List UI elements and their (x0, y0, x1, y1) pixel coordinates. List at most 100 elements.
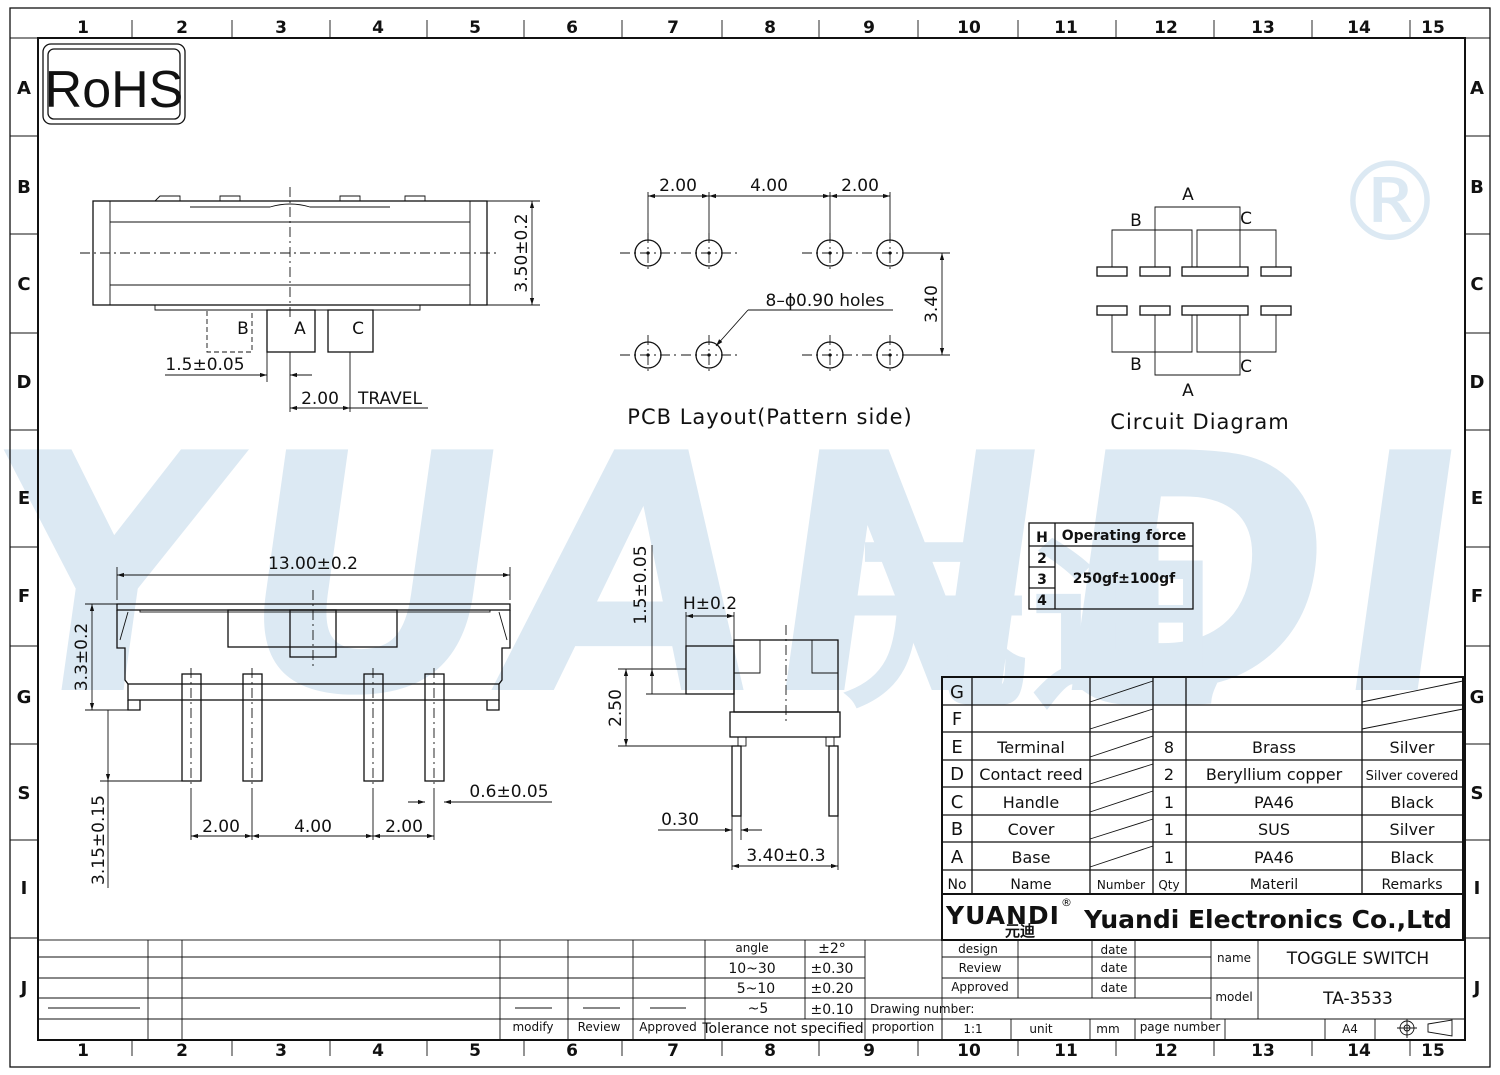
circuit-bot-b: B (1130, 355, 1142, 375)
bom-remarks: Silver (1390, 738, 1435, 757)
force-row-3: 3 (1037, 572, 1047, 588)
side-pin-width-dim: 0.30 (661, 810, 699, 830)
pitch-dim-3: 2.00 (385, 817, 423, 837)
pin-width-dim: 0.6±0.05 (469, 782, 548, 802)
company-name: Yuandi Electronics Co.,Ltd (1083, 905, 1452, 934)
grid-col-bottom: 3 (275, 1041, 287, 1061)
circuit-top-c: C (1240, 209, 1252, 229)
side-width-dim: 3.40±0.3 (746, 846, 825, 866)
bom-material: SUS (1258, 820, 1290, 839)
pcb-hole (620, 335, 676, 375)
design-label: design (958, 942, 998, 956)
bom-material: Beryllium copper (1206, 765, 1343, 784)
scale-value: 1:1 (963, 1022, 982, 1036)
grid-col-top: 7 (667, 18, 679, 38)
bom-material: Brass (1252, 738, 1296, 757)
grid-col-top: 13 (1251, 18, 1275, 38)
watermark-text: YUANDI (0, 385, 1500, 769)
grid-row-right: F (1471, 586, 1483, 607)
operating-force-table: H Operating force 2 3 4 250gf±100gf (1028, 522, 1194, 610)
grid-col-top: 8 (764, 18, 776, 38)
grid-row-left: C (17, 274, 30, 295)
force-row-2: 2 (1037, 551, 1047, 567)
travel-dim: 2.00 (301, 389, 339, 409)
grid-col-top: 10 (957, 18, 981, 38)
grid-row-right: S (1471, 783, 1484, 804)
pin-c-label: C (352, 319, 364, 339)
tol-value-1: ±0.30 (811, 961, 854, 977)
bom-no: A (951, 847, 964, 868)
grid-row-left: D (17, 372, 32, 393)
unit-value: mm (1096, 1022, 1119, 1036)
design-date-label: date (1100, 943, 1127, 957)
model-number: TA-3533 (1322, 989, 1393, 1009)
bom-name: Contact reed (979, 765, 1082, 784)
grid-col-bottom: 1 (77, 1041, 89, 1061)
drawing-number-label: Drawing number: (870, 1002, 974, 1016)
pcb-dim-2: 4.00 (750, 176, 788, 196)
grid-row-left: S (18, 783, 31, 804)
bom-row: F (942, 708, 1464, 733)
bom-remarks: Silver covered (1366, 769, 1459, 784)
handle-dim: 1.5±0.05 (631, 545, 651, 624)
grid-col-bottom: 13 (1251, 1041, 1275, 1061)
rohs-badge: RoHS (42, 43, 186, 125)
tol-range-1: 10~30 (728, 961, 775, 977)
grid-col-top: 14 (1347, 18, 1371, 38)
circuit-bot-c: C (1240, 357, 1252, 377)
bom-header-no: No (947, 877, 966, 893)
unit-label: unit (1029, 1022, 1053, 1036)
bom-header-number: Number (1097, 878, 1145, 892)
grid-col-bottom: 5 (469, 1041, 481, 1061)
grid-row-left: J (19, 978, 28, 999)
circuit-top-b: B (1130, 211, 1142, 231)
bom-no: G (950, 682, 964, 703)
projection-symbol-icon (1397, 1019, 1453, 1038)
pin-b-label: B (237, 319, 249, 339)
grid-col-top: 5 (469, 18, 481, 38)
review-date-label: date (1100, 961, 1127, 975)
pcb-layout-title: PCB Layout(Pattern side) (627, 405, 912, 429)
grid-row-left: I (21, 878, 28, 899)
circuit-title: Circuit Diagram (1110, 410, 1289, 434)
front-height-dim: 3.3±0.2 (72, 623, 92, 691)
force-header: Operating force (1062, 528, 1187, 544)
grid-col-top: 6 (566, 18, 578, 38)
tolerance-footer: Tolerance not specified (701, 1021, 863, 1037)
company-logo: YUANDI (945, 901, 1060, 930)
grid-row-right: C (1470, 274, 1483, 295)
grid-col-bottom: 4 (372, 1041, 384, 1061)
h-dim: H±0.2 (683, 594, 737, 614)
sheet-size: A4 (1342, 1022, 1358, 1036)
grid-col-bottom: 15 (1421, 1041, 1445, 1061)
force-h-header: H (1036, 530, 1048, 546)
grid-col-top: 1 (77, 18, 89, 38)
bom-name: Handle (1003, 793, 1059, 812)
grid-row-left: G (17, 687, 32, 708)
bom-qty: 1 (1164, 820, 1174, 839)
pcb-dim-3: 2.00 (841, 176, 879, 196)
watermark-cn: 元迪 (840, 514, 1220, 735)
side-view: 1.5±0.05 H±0.2 2.50 0.30 3.40±0.3 (606, 545, 841, 870)
front-view: 13.00±0.2 3.3±0.2 3.15±0.15 2.00 4 (72, 554, 552, 888)
review-label: Review (959, 961, 1002, 975)
bom-no: E (951, 737, 962, 758)
tol-value-3: ±0.10 (811, 1002, 854, 1018)
bom-name: Terminal (996, 738, 1065, 757)
grid-col-bottom: 9 (863, 1041, 875, 1061)
tol-range-2: 5~10 (737, 981, 775, 997)
revision-review: Review (578, 1020, 621, 1034)
grid-col-top: 2 (176, 18, 188, 38)
grid-col-top: 12 (1154, 18, 1178, 38)
bom-material: PA46 (1254, 848, 1294, 867)
grid-row-right: J (1472, 978, 1481, 999)
company-logo-cn: 元迪 (1005, 922, 1035, 940)
grid-col-bottom: 7 (667, 1041, 679, 1061)
bom-name: Cover (1008, 820, 1055, 839)
travel-label: TRAVEL (357, 389, 422, 409)
circuit-bot-a: A (1182, 381, 1194, 401)
name-label: name (1217, 951, 1251, 965)
page-number-label: page number (1140, 1020, 1221, 1034)
